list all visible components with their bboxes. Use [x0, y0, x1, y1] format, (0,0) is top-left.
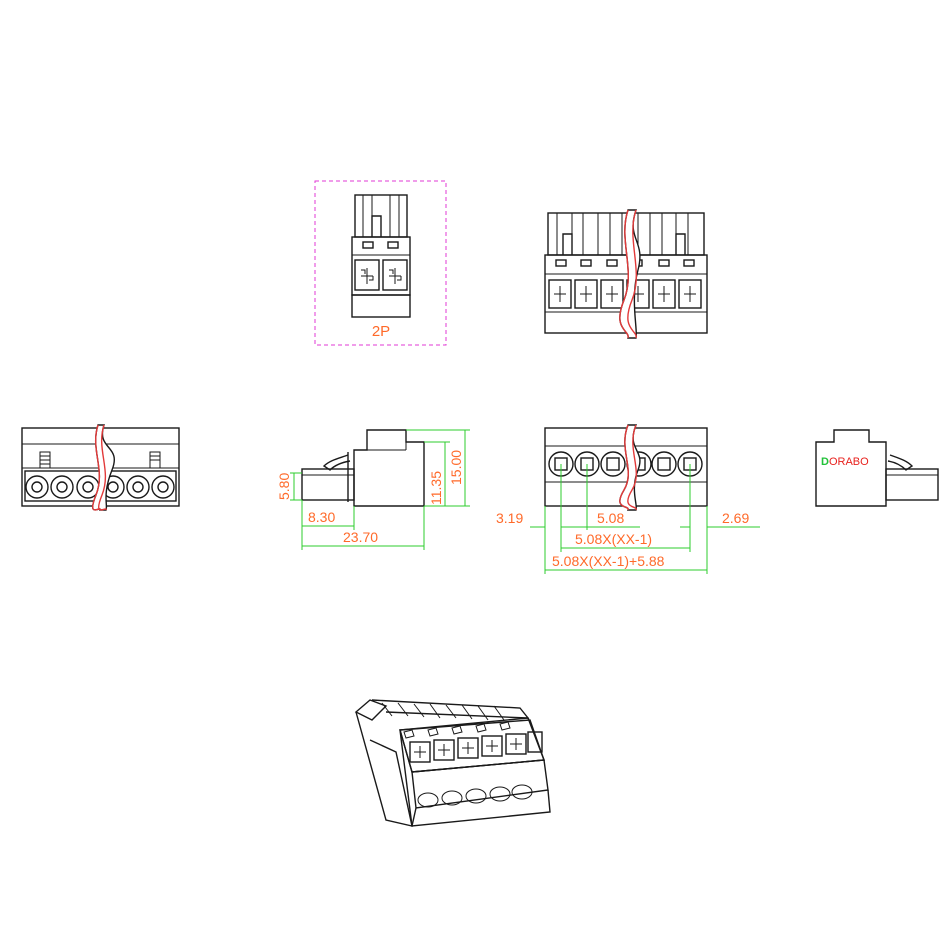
dim-total-formula: 5.08X(XX-1)+5.88 — [552, 553, 665, 569]
dim-pitch: 5.08 — [597, 510, 624, 526]
variant-label: 2P — [372, 323, 390, 340]
dim-total-length: 23.70 — [343, 529, 378, 545]
view-multipole-bottom — [544, 424, 708, 511]
dim-pin-height: 5.80 — [276, 473, 292, 500]
brand-logo: DORABO — [821, 456, 869, 468]
view-isometric — [354, 699, 551, 827]
view-2p-front: 2P — [314, 180, 447, 346]
view-rear — [21, 424, 180, 511]
dim-span-formula: 5.08X(XX-1) — [575, 531, 652, 547]
side-dimensions: 5.80 11.35 15.00 8.30 23.70 — [276, 429, 470, 550]
view-2p-frame — [314, 180, 447, 346]
dim-body-height: 11.35 — [428, 471, 444, 505]
dim-left-margin: 3.19 — [496, 510, 523, 526]
view-side — [301, 429, 425, 507]
bottom-dimensions: 3.19 5.08 2.69 5.08X(XX-1) 5.08X(XX-1)+5… — [496, 464, 760, 574]
view-side-branded: DORABO — [815, 429, 939, 507]
dim-total-height: 15.00 — [448, 450, 464, 485]
brand-initial: D — [821, 456, 829, 468]
brand-name: ORABO — [829, 456, 869, 468]
view-multipole-front — [544, 209, 708, 339]
dim-right-margin: 2.69 — [722, 510, 749, 526]
dim-pin-length: 8.30 — [308, 509, 335, 525]
